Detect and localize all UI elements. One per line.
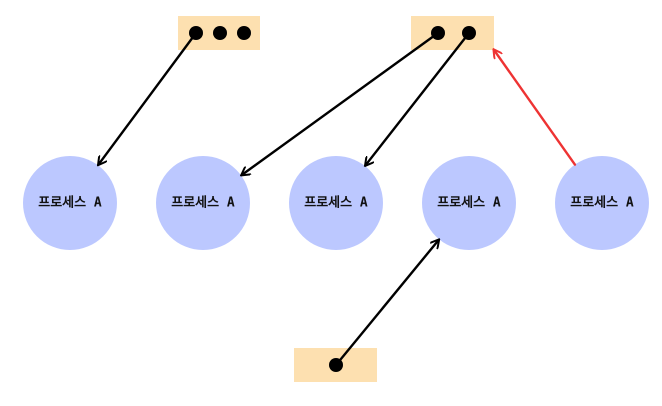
process-label: 프로세스 A xyxy=(38,196,102,211)
process-circle xyxy=(555,156,649,250)
process-label: 프로세스 A xyxy=(570,196,634,211)
process-circle xyxy=(422,156,516,250)
process-node-1: 프로세스 A xyxy=(23,156,117,250)
pointer-box-rect xyxy=(411,16,494,50)
pointer-arrow xyxy=(334,240,439,367)
processes: 프로세스 A 프로세스 A 프로세스 A 프로세스 A 프로세스 A xyxy=(23,156,649,250)
process-node-3: 프로세스 A xyxy=(289,156,383,250)
pointer-arrow xyxy=(99,31,198,164)
process-circle xyxy=(23,156,117,250)
process-node-5: 프로세스 A xyxy=(555,156,649,250)
process-circle xyxy=(289,156,383,250)
highlight-pointer-arrow xyxy=(494,50,577,166)
pointer-dot xyxy=(213,26,227,40)
process-label: 프로세스 A xyxy=(437,196,501,211)
process-label: 프로세스 A xyxy=(171,196,235,211)
process-node-2: 프로세스 A xyxy=(156,156,250,250)
connections xyxy=(99,31,577,367)
pointer-box-1 xyxy=(178,16,260,50)
process-node-4: 프로세스 A xyxy=(422,156,516,250)
pointer-arrow xyxy=(366,31,471,165)
process-label: 프로세스 A xyxy=(304,196,368,211)
process-circle xyxy=(156,156,250,250)
pointer-dot xyxy=(237,26,251,40)
pointer-arrow xyxy=(242,31,440,175)
